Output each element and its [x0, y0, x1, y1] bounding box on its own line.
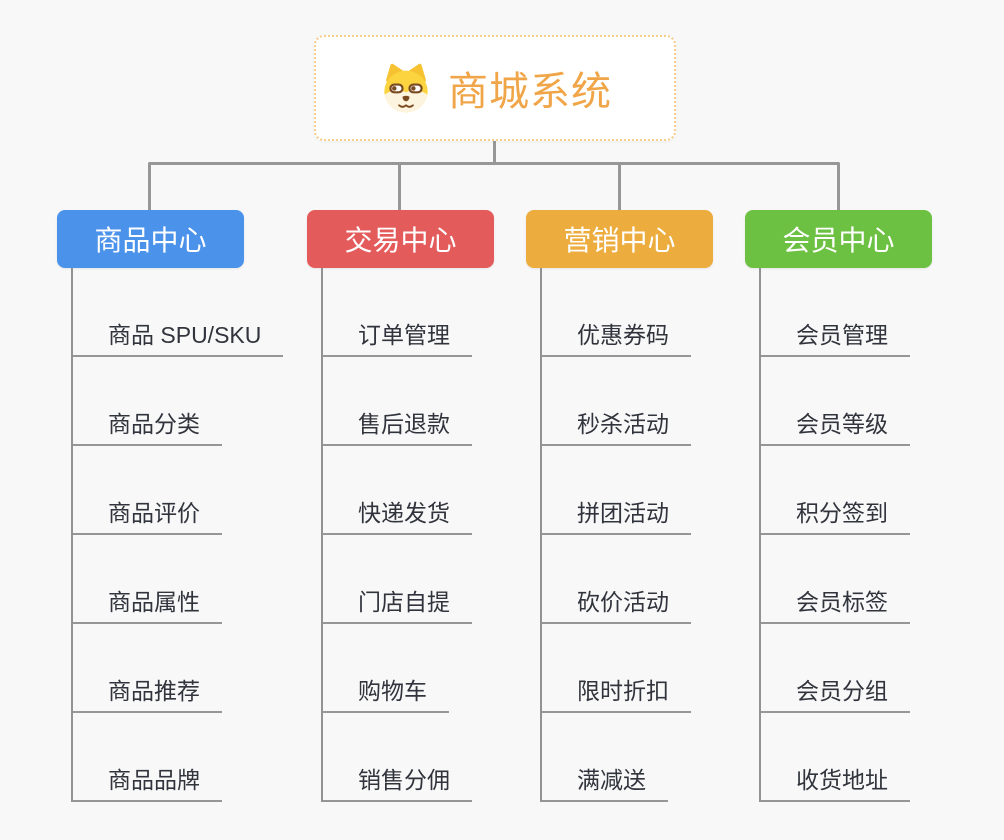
leaf-item[interactable]: 积分签到: [761, 488, 910, 535]
root-title: 商城系统: [448, 70, 612, 114]
connector-root-stem: [493, 141, 496, 164]
connector-bus: [148, 162, 840, 165]
branch-children-product: 商品 SPU/SKU 商品分类 商品评价 商品属性 商品推荐 商品品牌: [71, 268, 313, 802]
branch-node-member[interactable]: 会员中心: [745, 210, 932, 268]
connector-drop-product: [148, 164, 151, 211]
branch-children-marketing: 优惠券码 秒杀活动 拼团活动 砍价活动 限时折扣 满减送: [540, 268, 782, 802]
leaf-item[interactable]: 优惠券码: [542, 310, 691, 357]
leaf-item[interactable]: 会员标签: [761, 577, 910, 624]
leaf-item[interactable]: 商品推荐: [73, 666, 222, 713]
leaf-item[interactable]: 商品分类: [73, 399, 222, 446]
leaf-item[interactable]: 收货地址: [761, 755, 910, 802]
root-node[interactable]: 商城系统: [314, 35, 676, 141]
leaf-item[interactable]: 会员分组: [761, 666, 910, 713]
branch-label: 交易中心: [344, 225, 457, 256]
branch-children-member: 会员管理 会员等级 积分签到 会员标签 会员分组 收货地址: [759, 268, 1001, 802]
branch-node-marketing[interactable]: 营销中心: [526, 210, 713, 268]
connector-drop-trade: [398, 164, 401, 211]
branch-label: 商品中心: [94, 225, 207, 256]
leaf-item[interactable]: 商品评价: [73, 488, 222, 535]
leaf-item[interactable]: 售后退款: [323, 399, 472, 446]
branch-label: 会员中心: [782, 225, 895, 256]
leaf-item[interactable]: 快递发货: [323, 488, 472, 535]
leaf-item[interactable]: 商品属性: [73, 577, 222, 624]
branch-node-product[interactable]: 商品中心: [57, 210, 244, 268]
leaf-item[interactable]: 限时折扣: [542, 666, 691, 713]
leaf-item[interactable]: 拼团活动: [542, 488, 691, 535]
branch-node-trade[interactable]: 交易中心: [307, 210, 494, 268]
connector-drop-member: [837, 164, 840, 211]
leaf-item[interactable]: 满减送: [542, 755, 668, 802]
branch-label: 营销中心: [563, 225, 676, 256]
leaf-item[interactable]: 购物车: [323, 666, 449, 713]
leaf-item[interactable]: 商品品牌: [73, 755, 222, 802]
leaf-item[interactable]: 秒杀活动: [542, 399, 691, 446]
leaf-item[interactable]: 商品 SPU/SKU: [73, 310, 284, 357]
leaf-item[interactable]: 砍价活动: [542, 577, 691, 624]
leaf-item[interactable]: 会员管理: [761, 310, 910, 357]
leaf-item[interactable]: 销售分佣: [323, 755, 472, 802]
leaf-item[interactable]: 会员等级: [761, 399, 910, 446]
leaf-item[interactable]: 订单管理: [323, 310, 472, 357]
branch-children-trade: 订单管理 售后退款 快递发货 门店自提 购物车 销售分佣: [321, 268, 563, 802]
dog-face-icon: [384, 63, 428, 113]
leaf-item[interactable]: 门店自提: [323, 577, 472, 624]
connector-drop-marketing: [618, 164, 621, 211]
